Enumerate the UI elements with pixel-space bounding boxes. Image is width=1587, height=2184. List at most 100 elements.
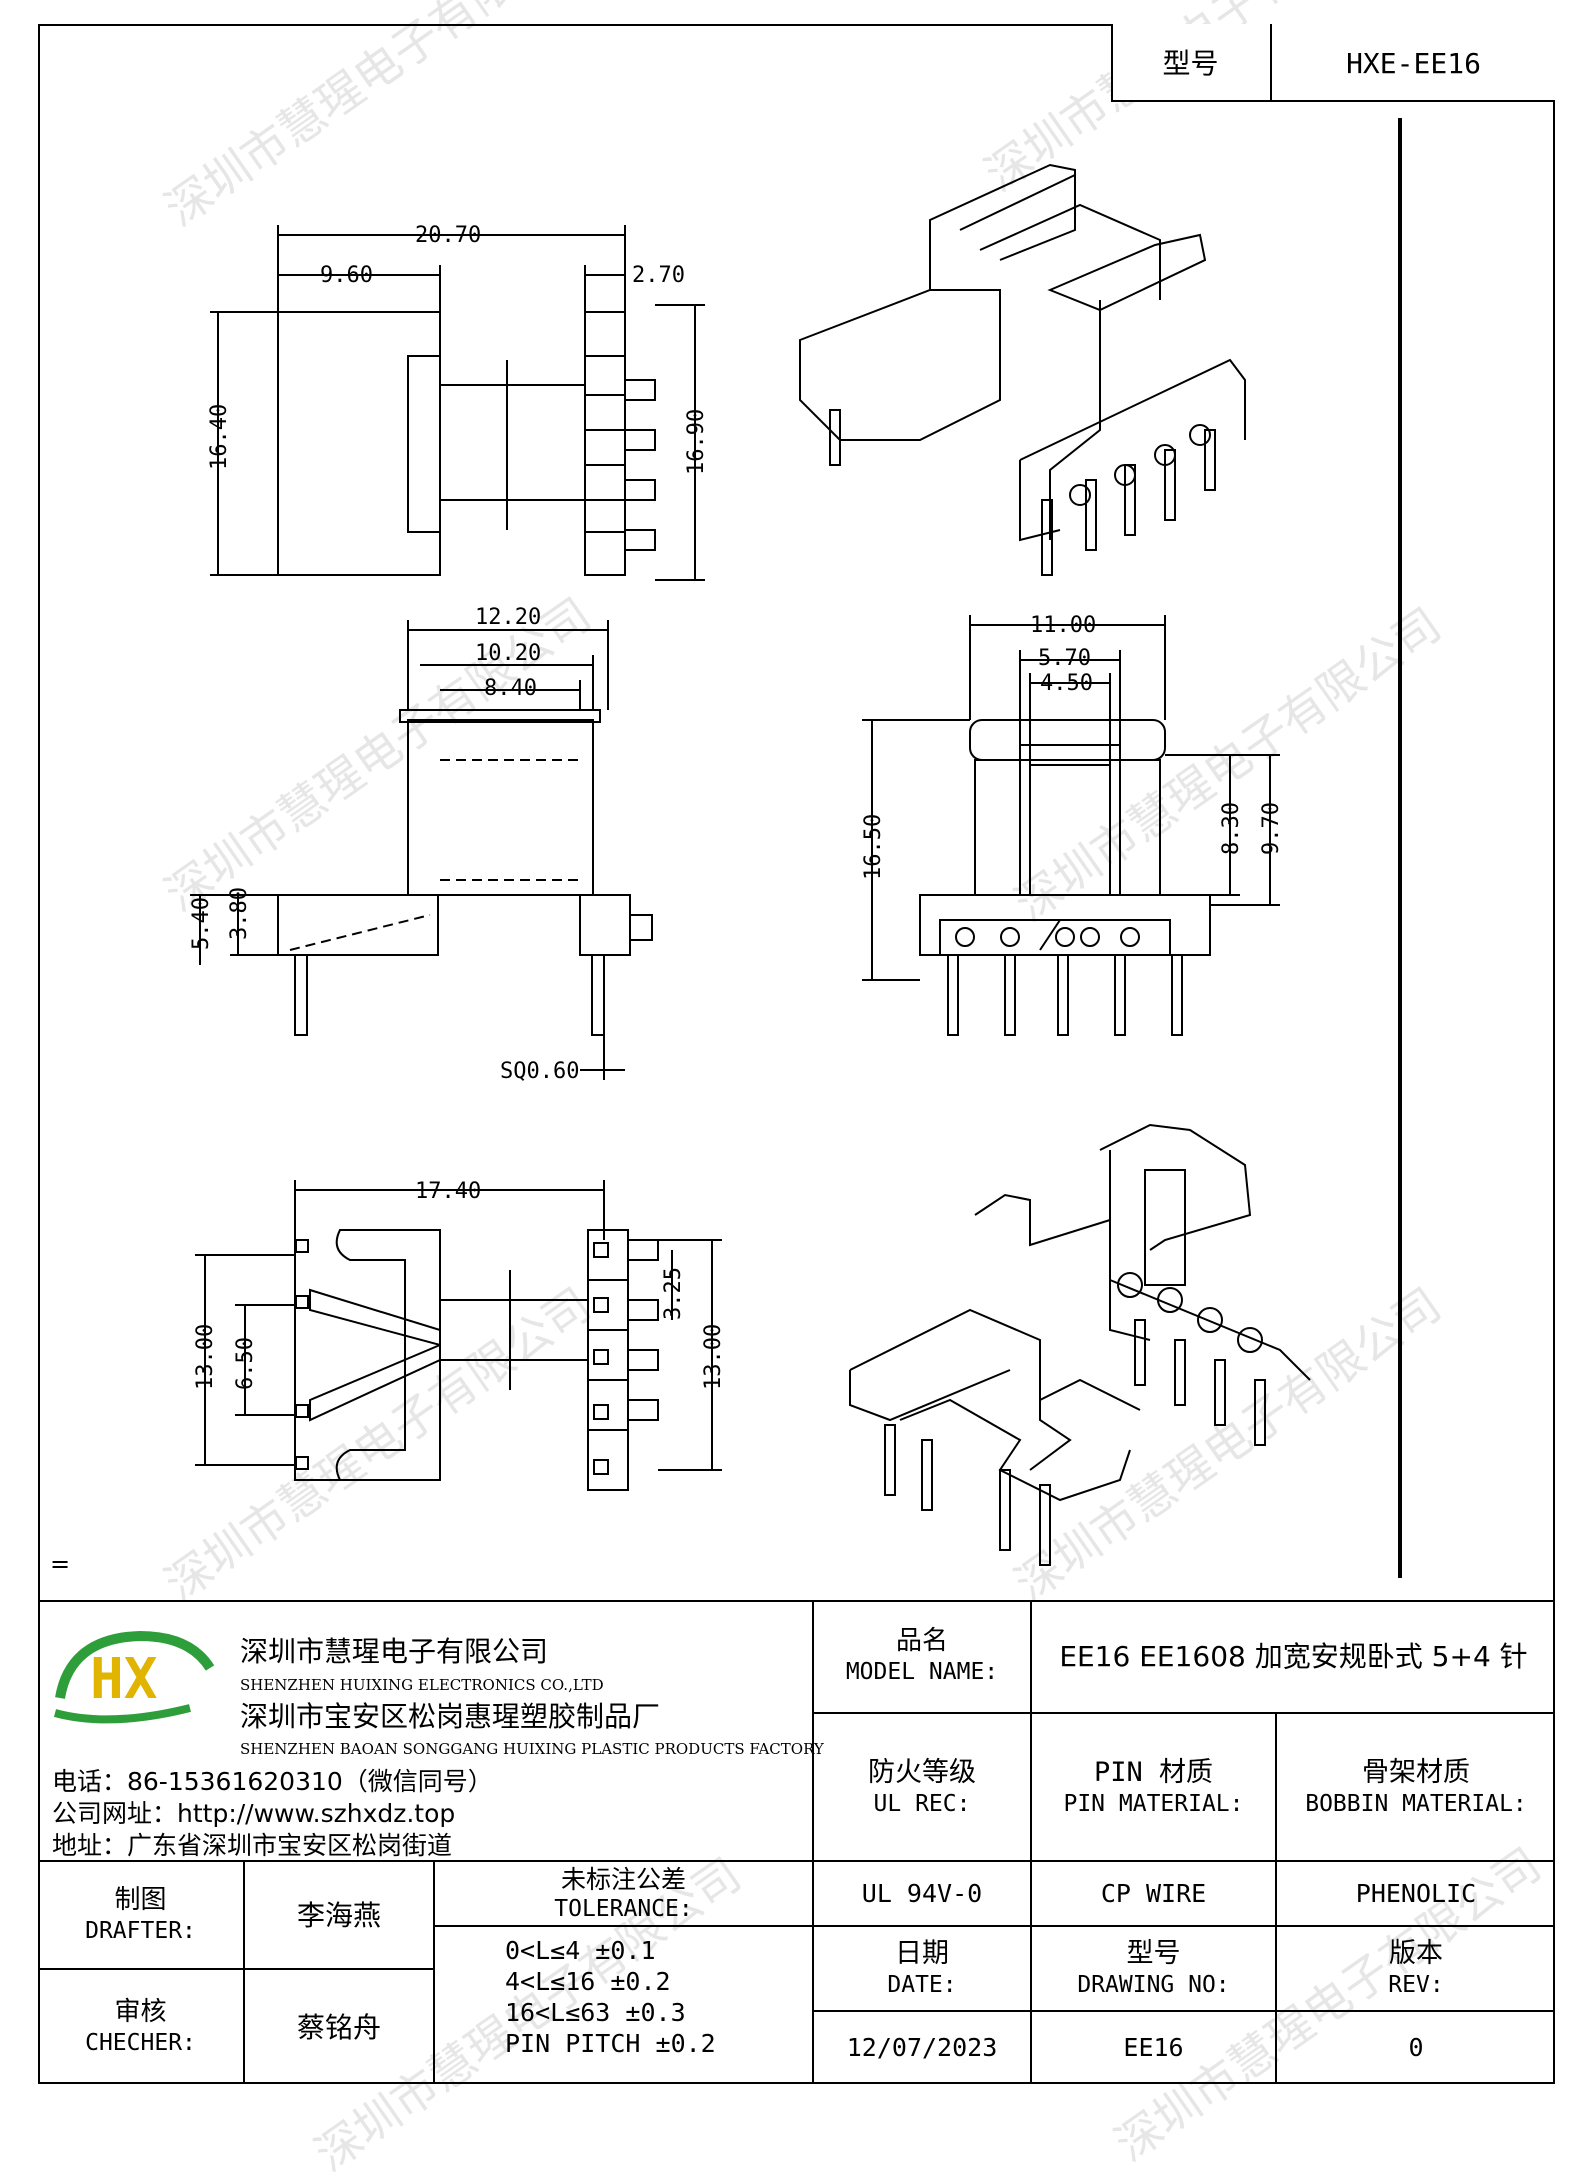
- header-model: HXE-EE16: [1346, 46, 1481, 80]
- date-label: 日期 DATE:: [814, 1927, 1030, 2010]
- tolerance-label: 未标注公差 TOLERANCE:: [435, 1862, 812, 1925]
- dim-label: 5.70: [1038, 646, 1091, 671]
- dim-label: 9.70: [1259, 802, 1284, 855]
- factory-name-en: SHENZHEN BAOAN SONGGANG HUIXING PLASTIC …: [240, 1740, 824, 1758]
- company-name-en: SHENZHEN HUIXING ELECTRONICS CO.,LTD: [240, 1676, 604, 1694]
- equals-mark: =: [50, 1550, 71, 1578]
- drawing-en: DRAWING NO:: [1077, 1972, 1230, 1998]
- bobbin-value: PHENOLIC: [1355, 1878, 1477, 1908]
- pin-material-label: PIN 材质 PIN MATERIAL:: [1032, 1714, 1275, 1860]
- rev-value: 0: [1408, 2033, 1424, 2063]
- ul-rec-label: 防火等级 UL REC:: [814, 1714, 1030, 1860]
- tolerance-line: 4<L≤16 ±0.2: [505, 1967, 671, 1996]
- dim-label: SQ0.60: [500, 1059, 579, 1084]
- company-address: 地址：广东省深圳市宝安区松岗街道: [52, 1831, 453, 1860]
- grid-line: [1275, 1712, 1277, 2084]
- dim-label: 4.50: [1040, 671, 1093, 696]
- header-divider: [1270, 24, 1272, 102]
- grid-line: [812, 1712, 1555, 1714]
- dim-label: 13.00: [193, 1324, 218, 1390]
- drawing-no-label: 型号 DRAWING NO:: [1032, 1927, 1275, 2010]
- tolerance-line: 16<L≤63 ±0.3: [505, 1998, 686, 2027]
- grid-line: [812, 1600, 814, 2084]
- company-phone: 电话：86-15361620310（微信同号）: [52, 1767, 493, 1796]
- header-label: 型号: [1162, 46, 1219, 80]
- ul-value: UL 94V-0: [861, 1878, 983, 1908]
- dim-label: 8.40: [484, 676, 537, 701]
- tolerance-list: 0<L≤4 ±0.1 4<L≤16 ±0.2 16<L≤63 ±0.3 PIN …: [505, 1935, 716, 2059]
- checker-en: CHECHER:: [85, 2029, 196, 2056]
- tolerance-cn: 未标注公差: [560, 1864, 686, 1894]
- grid-line: [1030, 1600, 1032, 2084]
- isometric-view-bottom: [849, 1123, 1311, 1566]
- drafter-cn: 制图: [114, 1885, 167, 1916]
- dim-label: 12.20: [475, 605, 541, 630]
- company-logo: HX: [50, 1618, 220, 1728]
- pin-cn: PIN 材质: [1093, 1756, 1214, 1788]
- logo-text: HX: [90, 1647, 157, 1712]
- grid-line: [812, 2010, 1555, 2012]
- dim-label: 20.70: [415, 223, 481, 248]
- top-view: [210, 225, 705, 581]
- drawing-frame: [38, 24, 1555, 2084]
- model-name-value: EE16 EE1608 加宽安规卧式 5+4 针: [1059, 1639, 1528, 1673]
- bobbin-material-label: 骨架材质 BOBBIN MATERIAL:: [1277, 1714, 1555, 1860]
- date-cn: 日期: [895, 1938, 949, 1970]
- dim-label: 16.50: [861, 814, 886, 880]
- dim-label: 3.25: [661, 1267, 686, 1320]
- bobbin-cn: 骨架材质: [1362, 1756, 1470, 1788]
- drawing-cn: 型号: [1126, 1938, 1181, 1970]
- date-en: DATE:: [887, 1972, 957, 1998]
- model-name-en: MODEL NAME:: [845, 1658, 999, 1685]
- dim-label: 11.00: [1030, 613, 1096, 638]
- header-box: [1111, 24, 1555, 102]
- company-website[interactable]: 公司网址：http://www.szhxdz.top: [52, 1799, 456, 1828]
- dim-label: 8.30: [1219, 802, 1244, 855]
- dim-label: 10.20: [475, 641, 541, 666]
- model-name-cn: 品名: [895, 1626, 948, 1657]
- drawing-no-value: EE16: [1123, 2033, 1184, 2063]
- drafter-label: 制图 DRAFTER:: [38, 1862, 243, 1968]
- tolerance-line: 0<L≤4 ±0.1: [505, 1936, 656, 1965]
- drafter-en: DRAFTER:: [85, 1917, 196, 1944]
- factory-name-cn: 深圳市宝安区松岗惠瑆塑胶制品厂: [240, 1700, 661, 1733]
- grid-line: [433, 1925, 1555, 1927]
- isometric-view-top: [799, 163, 1246, 576]
- dim-label: 2.70: [632, 263, 685, 288]
- side-view: [190, 620, 653, 1080]
- bobbin-en: BOBBIN MATERIAL:: [1305, 1790, 1527, 1817]
- model-name-label: 品名 MODEL NAME:: [814, 1600, 1030, 1712]
- grid-line: [433, 1860, 435, 2084]
- grid-line: [243, 1860, 245, 2084]
- pin-value: CP WIRE: [1100, 1878, 1207, 1908]
- technical-drawing: 20.70 9.60 2.70 16.40 16.90 12.20 10.20 …: [189, 163, 1311, 1566]
- ul-cn: 防火等级: [868, 1756, 976, 1788]
- dim-label: 17.40: [415, 1179, 481, 1204]
- dim-label: 6.50: [233, 1337, 258, 1390]
- ul-en: UL REC:: [873, 1790, 971, 1817]
- checker-cn: 审核: [114, 1997, 167, 2028]
- grid-line: [38, 1860, 1555, 1862]
- dim-label: 16.40: [207, 404, 232, 470]
- dim-label: 3.80: [227, 887, 252, 940]
- rev-cn: 版本: [1389, 1938, 1443, 1970]
- date-value: 12/07/2023: [846, 2033, 998, 2063]
- rev-en: REV:: [1388, 1972, 1444, 1998]
- tolerance-en: TOLERANCE:: [554, 1895, 693, 1922]
- grid-line: [38, 1968, 433, 1970]
- dim-label: 9.60: [320, 263, 373, 288]
- dim-label: 16.90: [684, 409, 709, 475]
- border-line: [1398, 118, 1402, 1578]
- company-name-cn: 深圳市慧瑆电子有限公司: [240, 1635, 549, 1668]
- checker-label: 审核 CHECHER:: [38, 1970, 243, 2084]
- checker-value: 蔡铭舟: [296, 2010, 381, 2044]
- rev-label: 版本 REV:: [1277, 1927, 1555, 2010]
- tolerance-line: PIN PITCH ±0.2: [505, 2029, 716, 2058]
- pin-en: PIN MATERIAL:: [1063, 1790, 1244, 1817]
- front-view: [862, 615, 1280, 1036]
- dim-label: 5.40: [189, 897, 214, 950]
- dim-label: 13.00: [701, 1324, 726, 1390]
- drafter-value: 李海燕: [296, 1898, 381, 1932]
- title-block: [38, 1600, 1555, 2084]
- bottom-view: [195, 1180, 722, 1491]
